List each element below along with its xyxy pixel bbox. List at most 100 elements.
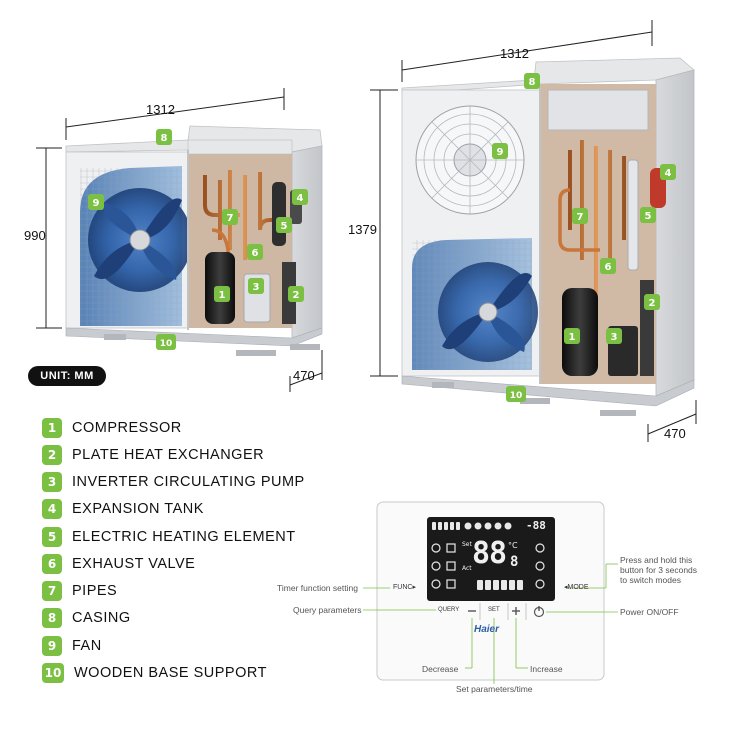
svg-text:5: 5 <box>281 221 288 232</box>
large-badge-1: 1 <box>564 328 580 344</box>
legend-label: PIPES <box>72 583 118 599</box>
large-upper-fan <box>415 105 525 215</box>
legend-badge: 9 <box>42 636 62 656</box>
legend-badge: 1 <box>42 418 62 438</box>
legend-badge: 4 <box>42 499 62 519</box>
lcd-top-digits: -88 <box>526 519 546 532</box>
set-button[interactable]: SET <box>488 607 500 613</box>
annotation-decrease: Decrease <box>422 664 459 674</box>
legend-item-plate-heat-exchanger: 2 PLATE HEAT EXCHANGER <box>42 445 264 465</box>
decrease-button[interactable] <box>464 603 480 619</box>
svg-text:1: 1 <box>569 332 576 343</box>
large-lower-fan <box>438 262 538 362</box>
large-unit <box>401 57 695 416</box>
legend-item-exhaust-valve: 6 EXHAUST VALVE <box>42 554 195 574</box>
small-badge-4: 4 <box>292 189 308 205</box>
svg-text:4: 4 <box>297 193 304 204</box>
legend-label: INVERTER CIRCULATING PUMP <box>72 474 305 490</box>
large-depth-label: 470 <box>664 426 686 441</box>
legend-label: WOODEN BASE SUPPORT <box>74 665 267 681</box>
small-badge-3: 3 <box>248 278 264 294</box>
svg-text:7: 7 <box>577 212 584 223</box>
large-badge-2: 2 <box>644 294 660 310</box>
legend-item-expansion-tank: 4 EXPANSION TANK <box>42 499 204 519</box>
large-badge-7: 7 <box>572 208 588 224</box>
svg-text:6: 6 <box>252 248 259 259</box>
lcd-unit: °C <box>508 541 518 550</box>
legend-item-casing: 8 CASING <box>42 608 131 628</box>
small-badge-10: 10 <box>156 334 176 350</box>
large-height-label: 1379 <box>348 222 377 237</box>
small-badge-1: 1 <box>214 286 230 302</box>
annotation-timer: Timer function setting <box>277 583 358 593</box>
large-width-label: 1312 <box>500 46 529 61</box>
legend-item-fan: 9 FAN <box>42 636 102 656</box>
lcd-set-label: Set <box>462 541 472 548</box>
small-dimension-lines <box>36 88 323 392</box>
large-dimension-lines <box>370 20 697 442</box>
small-unit <box>65 125 323 356</box>
small-badge-5: 5 <box>276 217 292 233</box>
large-badge-6: 6 <box>600 258 616 274</box>
legend-label: ELECTRIC HEATING ELEMENT <box>72 529 296 545</box>
svg-text:7: 7 <box>227 213 234 224</box>
svg-text:9: 9 <box>93 198 100 209</box>
legend-badge: 7 <box>42 581 62 601</box>
legend-label: FAN <box>72 638 102 654</box>
legend-label: EXPANSION TANK <box>72 501 204 517</box>
svg-text:9: 9 <box>497 147 504 158</box>
large-badge-3: 3 <box>606 328 622 344</box>
svg-text:6: 6 <box>605 262 612 273</box>
small-fan <box>88 188 192 292</box>
small-badge-6: 6 <box>247 244 263 260</box>
controller-panel <box>363 501 618 684</box>
legend-item-pipes: 7 PIPES <box>42 581 117 601</box>
large-badge-9: 9 <box>492 143 508 159</box>
large-badge-4: 4 <box>660 164 676 180</box>
legend-label: COMPRESSOR <box>72 420 182 436</box>
legend-badge: 10 <box>42 663 64 683</box>
legend-badge: 5 <box>42 527 62 547</box>
unit-badge: UNIT: MM <box>28 366 106 386</box>
svg-text:2: 2 <box>293 290 300 301</box>
svg-text:8: 8 <box>161 133 168 144</box>
power-button[interactable] <box>532 604 548 620</box>
lcd-main-digits: 88 <box>472 536 507 571</box>
legend-badge: 3 <box>42 472 62 492</box>
svg-text:8: 8 <box>529 77 536 88</box>
annotation-mode-line3: to switch modes <box>620 575 681 585</box>
large-unit-callouts: 8 9 4 5 7 6 2 3 1 10 <box>492 73 676 402</box>
small-width-label: 1312 <box>146 102 175 117</box>
annotation-mode-line1: Press and hold this <box>620 555 693 565</box>
lcd-screen <box>427 517 555 601</box>
increase-button[interactable] <box>508 603 524 619</box>
annotation-set-parameters: Set parameters/time <box>456 684 533 694</box>
legend-badge: 2 <box>42 445 62 465</box>
svg-text:3: 3 <box>253 282 260 293</box>
legend-item-heating-element: 5 ELECTRIC HEATING ELEMENT <box>42 527 296 547</box>
legend-item-circulating-pump: 3 INVERTER CIRCULATING PUMP <box>42 472 305 492</box>
func-button[interactable]: FUNC▸ <box>393 584 416 591</box>
svg-text:1: 1 <box>219 290 226 301</box>
annotation-mode-line2: button for 3 seconds <box>620 565 698 575</box>
annotation-increase: Increase <box>530 664 563 674</box>
svg-text:5: 5 <box>645 211 652 222</box>
query-button[interactable]: QUERY <box>438 607 460 613</box>
small-depth-label: 470 <box>293 368 315 383</box>
lcd-small-digit: 8 <box>510 554 519 570</box>
svg-text:3: 3 <box>611 332 618 343</box>
large-badge-5: 5 <box>640 207 656 223</box>
legend-label: CASING <box>72 610 131 626</box>
small-badge-8: 8 <box>156 129 172 145</box>
legend-item-wooden-base: 10 WOODEN BASE SUPPORT <box>42 663 267 683</box>
brand-logo: Haier <box>474 624 500 635</box>
mode-button[interactable]: ◂MODE <box>564 584 589 591</box>
large-badge-8: 8 <box>524 73 540 89</box>
small-badge-7: 7 <box>222 209 238 225</box>
annotation-power: Power ON/OFF <box>620 607 679 617</box>
small-unit-callouts: 8 9 7 4 5 6 3 1 2 10 <box>88 129 308 350</box>
svg-text:10: 10 <box>510 391 523 401</box>
small-height-label: 990 <box>24 228 46 243</box>
